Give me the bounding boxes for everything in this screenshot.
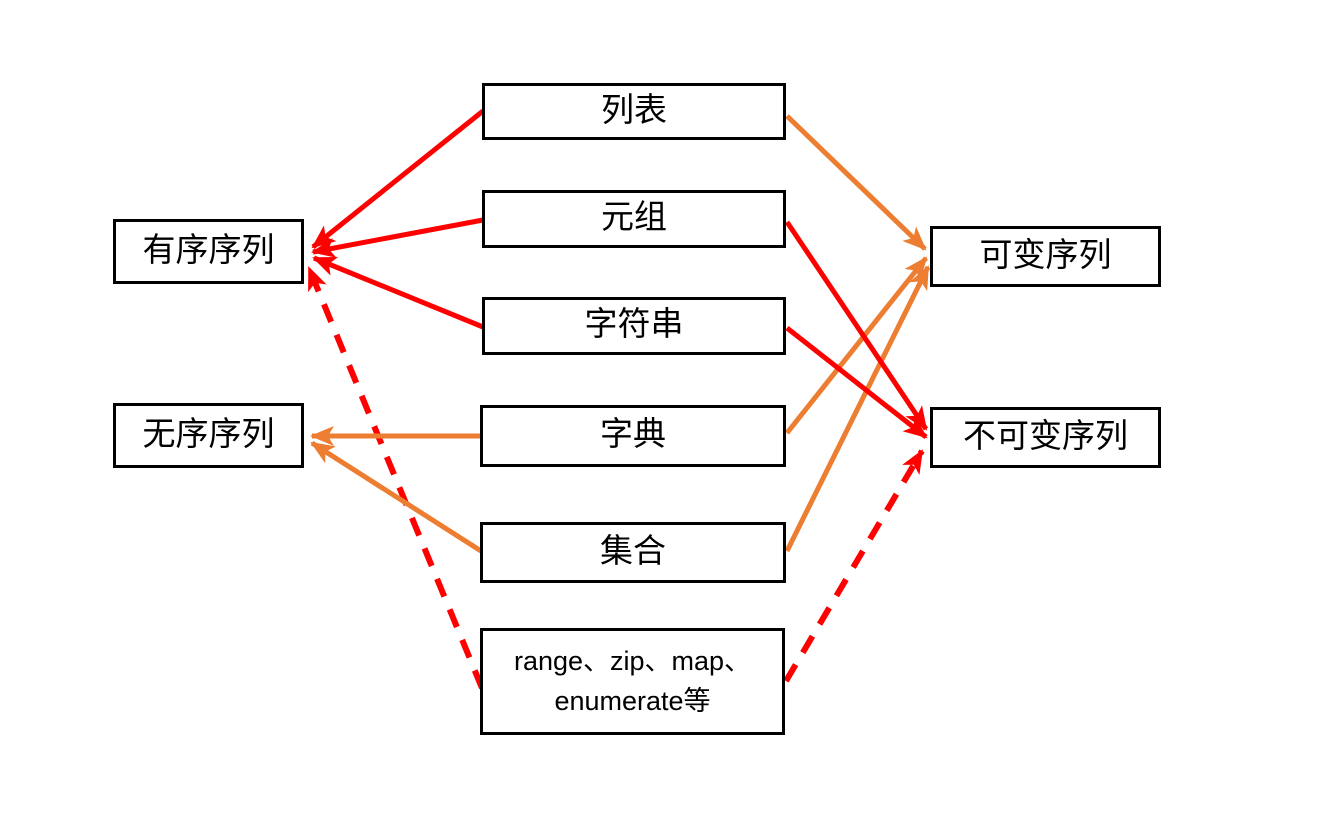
node-list: 列表 <box>482 83 786 140</box>
node-set: 集合 <box>480 522 786 583</box>
node-dict-label: 字典 <box>600 417 666 454</box>
edge-tuple-to-ordered <box>311 217 484 258</box>
node-set-label: 集合 <box>600 533 666 570</box>
node-iterators-label-line1: range、zip、map、 <box>513 646 752 677</box>
node-immutable-sequence: 不可变序列 <box>930 407 1161 468</box>
edge-string-to-immutable <box>785 326 928 439</box>
node-dict: 字典 <box>480 405 786 467</box>
node-list-label: 列表 <box>601 92 667 129</box>
node-immutable-sequence-label: 不可变序列 <box>963 418 1128 455</box>
node-mutable-sequence-label: 可变序列 <box>979 237 1112 274</box>
node-unordered-sequence: 无序序列 <box>113 403 304 468</box>
node-string: 字符串 <box>482 297 786 355</box>
node-ordered-sequence: 有序序列 <box>113 219 304 284</box>
edge-dict-to-mutable <box>785 256 928 435</box>
edge-list-to-ordered <box>311 109 485 249</box>
edge-string-to-ordered <box>312 255 484 330</box>
node-ordered-sequence-label: 有序序列 <box>142 232 275 269</box>
edge-set-to-unordered <box>310 440 483 554</box>
edge-set-to-mutable <box>784 265 931 553</box>
edge-tuple-to-immutable <box>784 220 929 431</box>
edge-iterators-to-ordered <box>306 266 485 690</box>
node-mutable-sequence: 可变序列 <box>930 226 1161 287</box>
edge-list-to-mutable <box>785 114 927 251</box>
node-unordered-sequence-label: 无序序列 <box>142 416 275 453</box>
node-iterators-label-line2: enumerate等 <box>554 685 711 716</box>
node-iterators: range、zip、map、 enumerate等 <box>480 628 785 735</box>
node-string-label: 字符串 <box>584 307 684 344</box>
node-tuple: 元组 <box>482 190 786 248</box>
edge-iterators-to-immutable <box>783 449 925 683</box>
node-tuple-label: 元组 <box>601 200 667 237</box>
